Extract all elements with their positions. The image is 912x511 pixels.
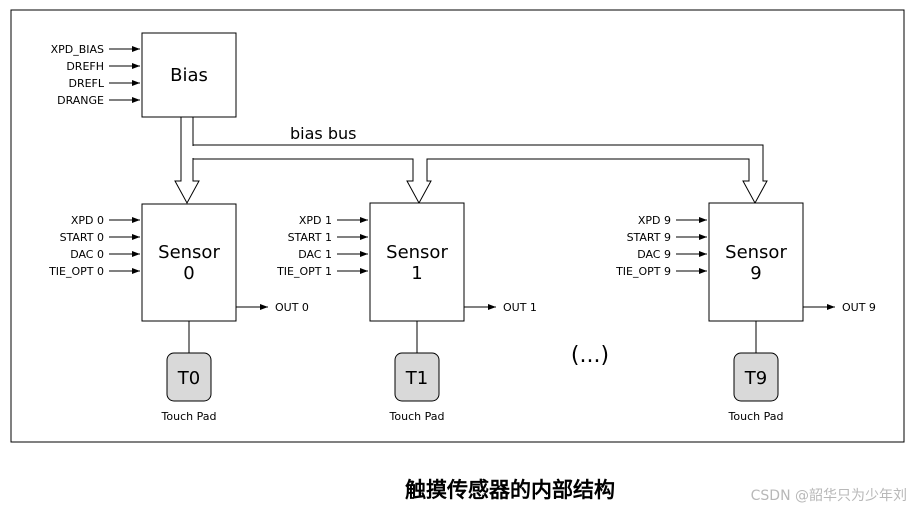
sensor-input-label: TIE_OPT 0 [48, 265, 104, 278]
sensor-input-label: START 0 [60, 231, 104, 244]
touch-pad-9: T9 [733, 352, 779, 402]
sensor-input-label: XPD 1 [299, 214, 332, 227]
sensor-name: Sensor [386, 242, 448, 263]
sensor-block-0: Sensor 0 [141, 203, 237, 322]
sensor-input-label: DAC 0 [70, 248, 104, 261]
touch-pad-0: T0 [166, 352, 212, 402]
sensor-block-9: Sensor 9 [708, 202, 804, 322]
touch-pad-id: T1 [405, 368, 428, 389]
touch-pad-label: Touch Pad [389, 410, 445, 423]
bias-inputs: XPD_BIAS DREFH DREFL DRANGE [51, 43, 140, 107]
sensor-output-label: OUT 9 [842, 301, 876, 314]
sensor-input-label: DAC 9 [637, 248, 671, 261]
bias-label: Bias [170, 65, 208, 86]
sensor-1-output: OUT 1 [464, 301, 537, 314]
sensor-input-label: XPD 9 [638, 214, 671, 227]
sensor-index: 9 [750, 263, 761, 284]
sensor-input-label: TIE_OPT 1 [276, 265, 332, 278]
touch-pad-1: T1 [394, 352, 440, 402]
sensor-input-label: DAC 1 [298, 248, 332, 261]
touch-pad-label: Touch Pad [728, 410, 784, 423]
bias-bus [174, 117, 768, 205]
bias-bus-label: bias bus [290, 124, 356, 143]
ellipsis: (...) [571, 343, 609, 368]
touch-pad-id: T0 [177, 368, 200, 389]
sensor-input-label: START 1 [288, 231, 332, 244]
watermark: CSDN @韶华只为少年刘 [751, 488, 907, 504]
touch-pad-id: T9 [744, 368, 767, 389]
bias-input-label: DREFL [68, 77, 104, 90]
touch-pad-label: Touch Pad [161, 410, 217, 423]
bias-block: Bias [141, 32, 237, 118]
bias-input-label: DRANGE [57, 94, 104, 107]
sensor-0-inputs: XPD 0 START 0 DAC 0 TIE_OPT 0 [48, 214, 140, 278]
sensor-0-output: OUT 0 [236, 301, 309, 314]
sensor-9-inputs: XPD 9 START 9 DAC 9 TIE_OPT 9 [615, 214, 707, 278]
sensor-index: 1 [411, 263, 422, 284]
sensor-name: Sensor [725, 242, 787, 263]
sensor-output-label: OUT 0 [275, 301, 309, 314]
sensor-9-output: OUT 9 [803, 301, 876, 314]
sensor-input-label: XPD 0 [71, 214, 104, 227]
bias-input-label: XPD_BIAS [51, 43, 104, 56]
bias-input-label: DREFH [66, 60, 104, 73]
sensor-name: Sensor [158, 242, 220, 263]
sensor-block-1: Sensor 1 [369, 202, 465, 322]
sensor-1-inputs: XPD 1 START 1 DAC 1 TIE_OPT 1 [276, 214, 368, 278]
diagram-frame [10, 9, 905, 443]
figure-caption: 触摸传感器的内部结构 [405, 477, 615, 502]
sensor-input-label: START 9 [627, 231, 671, 244]
sensor-output-label: OUT 1 [503, 301, 537, 314]
sensor-input-label: TIE_OPT 9 [615, 265, 671, 278]
sensor-index: 0 [183, 263, 194, 284]
